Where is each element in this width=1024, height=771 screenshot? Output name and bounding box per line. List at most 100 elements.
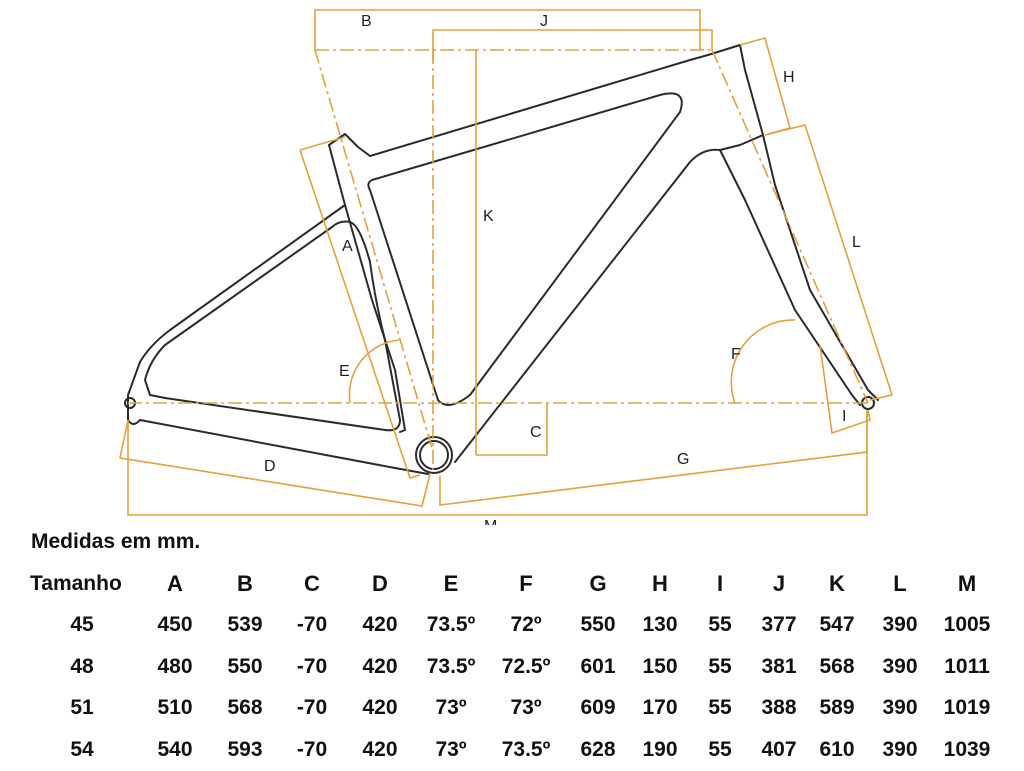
label-C: C: [530, 424, 542, 441]
value-cell: 390: [882, 654, 918, 678]
size-cell: 48: [70, 654, 94, 678]
value-cell: 420: [362, 613, 398, 637]
value-cell: 420: [362, 737, 398, 761]
label-H: H: [783, 69, 795, 86]
size-cell: 45: [70, 613, 94, 637]
table-header-row: Tamanho A B C D E F G H I J K L M: [24, 563, 1000, 605]
value-cell: 390: [882, 696, 918, 720]
dim-G-box: [439, 410, 868, 506]
value-cell: 547: [819, 613, 855, 637]
value-cell: 381: [761, 654, 797, 678]
label-L: L: [852, 234, 861, 251]
column-header: F: [519, 570, 533, 596]
dim-A-box: [299, 136, 421, 479]
value-cell: 550: [227, 654, 263, 678]
value-cell: 55: [708, 654, 732, 678]
bike-frame: [124, 44, 879, 475]
value-cell: 377: [761, 613, 797, 637]
value-cell: 388: [761, 696, 797, 720]
frame-chain-stay: [139, 419, 429, 475]
dim-L-box: [764, 124, 894, 401]
size-cell: 51: [70, 696, 94, 720]
column-header: E: [443, 570, 459, 596]
frame-geometry-diagram: B J H K A L F E I C G D M: [119, 9, 894, 525]
value-cell: 170: [642, 696, 678, 720]
value-cell: 593: [227, 737, 263, 761]
label-M: M: [484, 518, 497, 525]
dimension-lines: [119, 9, 894, 516]
size-column-header: Tamanho: [30, 571, 122, 595]
value-cell: 601: [580, 654, 616, 678]
value-cell: 73.5º: [426, 613, 476, 637]
value-cell: 190: [642, 737, 678, 761]
value-cell: 130: [642, 613, 678, 637]
label-I: I: [842, 408, 846, 425]
frame-chain-stay-inner: [164, 221, 401, 432]
value-cell: 540: [157, 737, 193, 761]
value-cell: 550: [580, 613, 616, 637]
table-body: 45 450 539 -70 420 73.5º 72º 550 130 55 377 547 390 1…: [24, 605, 1000, 771]
value-cell: 73º: [435, 737, 467, 761]
dim-E-arc: [348, 339, 401, 404]
label-J: J: [540, 13, 548, 30]
column-header: C: [304, 570, 320, 596]
label-E: E: [339, 363, 350, 380]
bottom-bracket-inner: [419, 440, 449, 470]
value-cell: 480: [157, 654, 193, 678]
value-cell: 568: [227, 696, 263, 720]
value-cell: 568: [819, 654, 855, 678]
value-cell: 390: [882, 613, 918, 637]
column-header: G: [589, 570, 607, 596]
value-cell: 72º: [510, 613, 542, 637]
value-cell: 73.5º: [501, 737, 551, 761]
size-cell: 54: [70, 737, 94, 761]
bottom-bracket-outer: [415, 436, 453, 474]
frame-down-tube: [454, 134, 764, 463]
label-D: D: [264, 458, 276, 475]
value-cell: 150: [642, 654, 678, 678]
frame-seat-stay: [127, 204, 346, 425]
label-G: G: [677, 451, 689, 468]
frame-fork-front: [762, 134, 879, 401]
value-cell: -70: [296, 696, 328, 720]
column-header: A: [167, 570, 183, 596]
seat-tube-axis: [314, 49, 435, 456]
frame-fork-rear: [719, 149, 861, 406]
dim-H-box: [739, 37, 791, 136]
value-cell: 407: [761, 737, 797, 761]
value-cell: 55: [708, 737, 732, 761]
frame-front-triangle-inner: [367, 92, 683, 406]
frame-seat-stay-inner: [144, 220, 351, 399]
dim-I-box: [819, 344, 871, 435]
column-header: J: [772, 570, 786, 596]
measurements-caption: Medidas em mm.: [31, 530, 201, 553]
value-cell: 420: [362, 654, 398, 678]
value-cell: 450: [157, 613, 193, 637]
value-cell: 1011: [944, 654, 990, 678]
column-header: D: [372, 570, 388, 596]
column-header: M: [957, 570, 977, 596]
column-header: I: [716, 570, 724, 596]
value-cell: 610: [819, 737, 855, 761]
label-B: B: [361, 13, 372, 30]
value-cell: 420: [362, 696, 398, 720]
label-K: K: [483, 208, 494, 225]
value-cell: 628: [580, 737, 616, 761]
value-cell: 55: [708, 696, 732, 720]
value-cell: 539: [227, 613, 263, 637]
dim-J-box: [432, 29, 713, 60]
dim-D-box: [119, 419, 431, 507]
column-header: H: [652, 570, 668, 596]
value-cell: 73º: [435, 696, 467, 720]
dim-C-box: [476, 403, 548, 456]
label-A: A: [342, 238, 353, 255]
value-cell: -70: [296, 613, 328, 637]
value-cell: 73º: [510, 696, 542, 720]
value-cell: 510: [157, 696, 193, 720]
value-cell: 1039: [943, 737, 991, 761]
column-header: K: [829, 570, 845, 596]
column-header: B: [237, 570, 253, 596]
